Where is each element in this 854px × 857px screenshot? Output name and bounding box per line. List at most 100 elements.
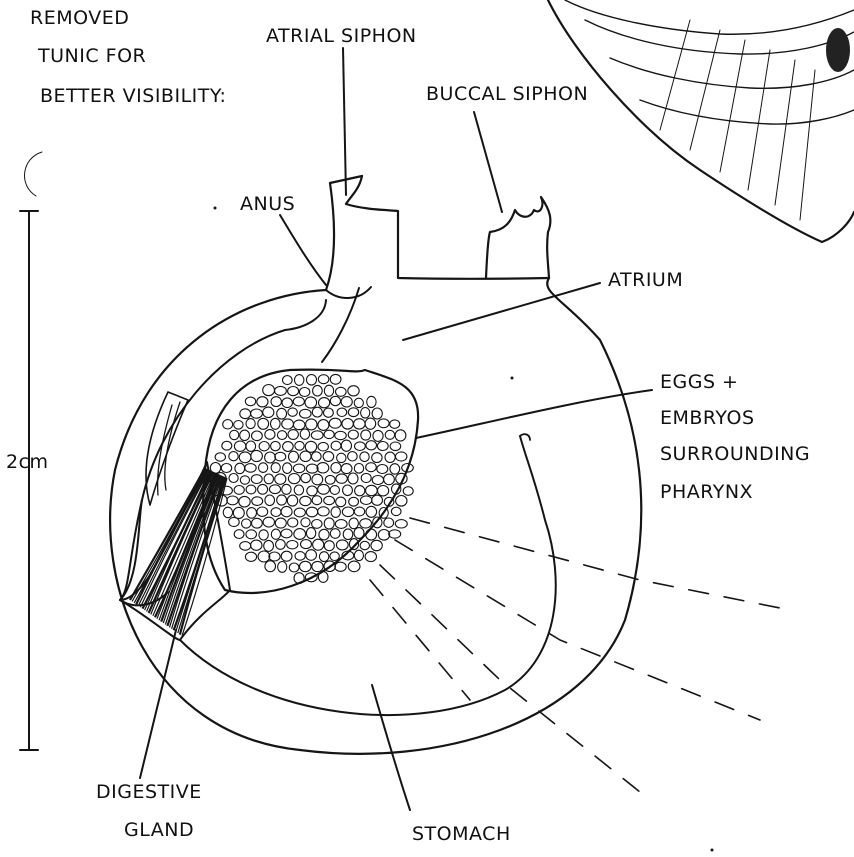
egg-cell [324, 408, 334, 417]
egg-cell [233, 507, 244, 518]
egg-cell [259, 463, 268, 473]
egg-cell [240, 430, 250, 440]
egg-cell [283, 376, 293, 385]
label-stomach: STOMACH [412, 822, 511, 846]
egg-cell [287, 495, 297, 506]
neighbor-dark-spot [826, 28, 850, 72]
egg-cell [265, 495, 275, 506]
egg-cell [259, 530, 268, 540]
egg-cell [300, 409, 312, 418]
egg-cell [281, 529, 292, 538]
egg-cell [324, 385, 333, 396]
egg-cell [282, 398, 292, 408]
egg-cell [361, 408, 370, 419]
egg-cell [317, 463, 329, 473]
egg-cell [361, 473, 371, 482]
egg-cell [289, 451, 299, 462]
egg-cell [396, 452, 407, 461]
egg-cell [378, 530, 389, 541]
egg-cell [360, 541, 369, 549]
egg-cell [294, 529, 306, 540]
egg-cell [377, 465, 388, 474]
egg-cell [305, 397, 317, 408]
egg-cell [283, 442, 294, 452]
egg-cell [343, 529, 353, 540]
egg-cell [337, 408, 347, 416]
egg-cell [288, 430, 298, 440]
egg-cell [319, 398, 330, 408]
egg-cell [295, 552, 305, 561]
label-digestive-line-1: DIGESTIVE [96, 780, 202, 804]
egg-cell [257, 507, 268, 516]
egg-cell [294, 573, 304, 584]
egg-cell [390, 464, 400, 474]
egg-cell [277, 431, 286, 440]
egg-cell [372, 476, 383, 485]
label-anus: ANUS [240, 192, 295, 216]
egg-cell [403, 487, 413, 496]
egg-cell [391, 507, 401, 515]
egg-cell [306, 550, 317, 561]
egg-cell [293, 464, 304, 473]
egg-cell [337, 453, 346, 462]
egg-cell [318, 572, 328, 583]
egg-cell [281, 506, 292, 516]
label-eggs-line-1: EGGS + [660, 370, 738, 394]
egg-cell [269, 485, 280, 494]
egg-cell [330, 396, 340, 405]
egg-cell [264, 474, 273, 484]
egg-cell [396, 496, 407, 507]
egg-cell [354, 398, 363, 407]
egg-cell [306, 464, 318, 473]
egg-cell [271, 441, 281, 450]
egg-cell [287, 541, 298, 549]
note-line-3: BETTER VISIBILITY: [40, 84, 226, 108]
egg-cell [234, 421, 243, 430]
egg-cell [361, 430, 371, 440]
egg-cell [258, 484, 268, 494]
egg-cell [354, 507, 364, 516]
egg-cell [312, 496, 322, 505]
egg-cell [384, 518, 394, 527]
egg-cell [251, 409, 263, 418]
egg-cell [234, 530, 244, 539]
egg-cell [354, 419, 366, 429]
egg-cell [372, 495, 383, 505]
egg-cell [301, 473, 311, 482]
egg-cell [282, 484, 291, 494]
egg-cell [354, 550, 363, 560]
egg-cell [329, 418, 341, 428]
egg-cell [342, 507, 354, 517]
egg-cell [323, 452, 334, 462]
neighbor-specimen [548, 0, 854, 242]
egg-cell [366, 529, 377, 540]
egg-cell [271, 463, 280, 473]
egg-cell [275, 386, 287, 395]
egg-cell [365, 418, 376, 429]
egg-cell [354, 528, 364, 539]
egg-cell [263, 517, 274, 527]
label-eggs-line-4: PHARYNX [660, 480, 753, 504]
egg-cell [301, 518, 310, 527]
scale-bar-label: 2cm [6, 450, 49, 474]
egg-cell [246, 530, 257, 539]
egg-cell [390, 442, 401, 451]
label-atrium: ATRIUM [608, 268, 683, 292]
faint-crescent [25, 152, 42, 196]
egg-cell [331, 507, 340, 518]
egg-cells [210, 374, 413, 583]
egg-cell [281, 551, 292, 561]
egg-cell [335, 431, 347, 439]
egg-cell [365, 552, 376, 562]
egg-cell [282, 419, 294, 429]
egg-cell [336, 387, 347, 396]
egg-cell [230, 430, 239, 439]
egg-cell [245, 552, 256, 561]
egg-cell [251, 475, 262, 484]
egg-cell [324, 430, 334, 438]
leader-lines [140, 48, 652, 810]
egg-cell [336, 474, 347, 483]
egg-cell [324, 496, 335, 504]
egg-cell [341, 397, 352, 407]
egg-cell [355, 442, 366, 451]
